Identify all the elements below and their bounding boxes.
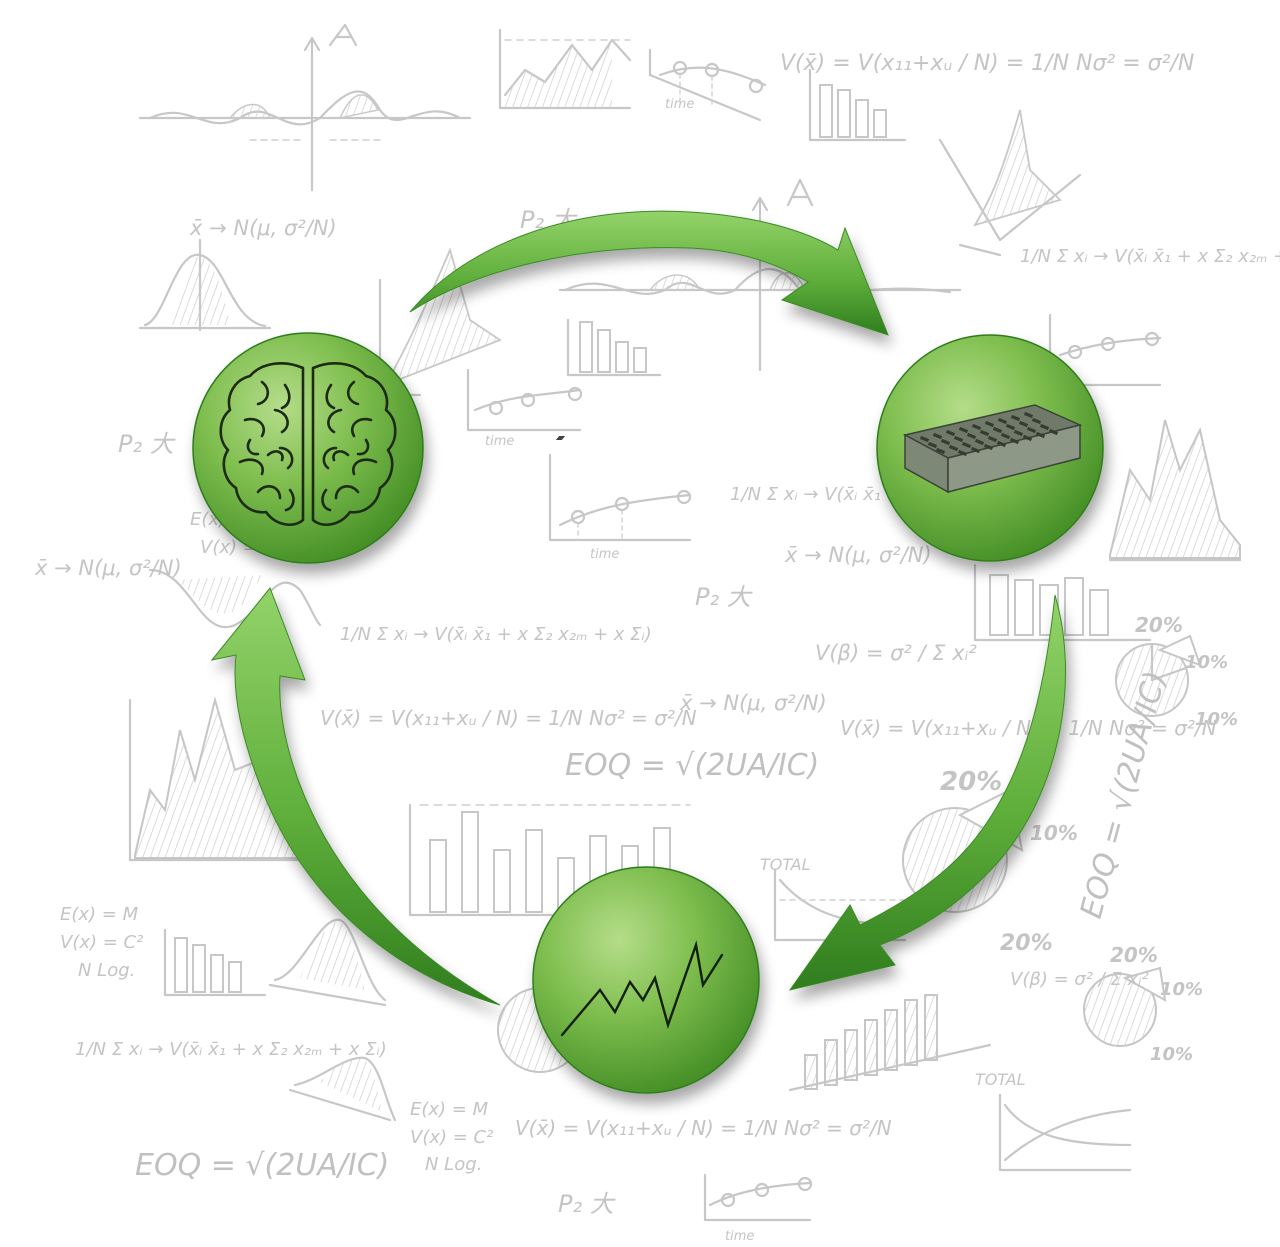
curve-chart-sketch-7 <box>703 1173 813 1222</box>
pie-chart-sketch <box>1115 634 1202 717</box>
label-total-2: TOTAL <box>975 1070 1026 1089</box>
label-10-percent-3: 10% <box>1030 821 1078 845</box>
formula-sum: 1/N Σ xᵢ → V(x̄ᵢ x̄₁ + x Σ₂ x₂ₘ + x Σᵢ) <box>1020 246 1280 267</box>
formula-eoq-2: EOQ = √(2UA/IC) <box>135 1148 389 1183</box>
bar-chart-sketch-6 <box>788 994 992 1092</box>
formula-texts: V(x̄) = V(x₁₁+xᵤ / N) = 1/N Nσ² = σ²/N x… <box>34 51 1280 1244</box>
cycle-nodes <box>192 332 1104 1094</box>
formula-normal: x̄ → N(μ, σ²/N) <box>189 216 337 240</box>
label-time-3: time <box>590 547 619 562</box>
area-chart-sketch <box>938 109 1082 257</box>
curve-chart-sketch-2 <box>466 368 583 432</box>
formula-beta: V(β) = σ² / Σ xᵢ² <box>815 641 977 665</box>
formula-nlog: N Log. <box>78 960 135 981</box>
formula-beta-2: V(β) = σ² / Σ xᵢ² <box>1010 969 1149 990</box>
cycle-arrows <box>210 210 1067 1006</box>
curve-chart-sketch-6 <box>998 1093 1132 1172</box>
label-20-percent-4: 20% <box>1000 931 1053 956</box>
formula-eoq-3: EOQ = √(2UA/IC) <box>1074 667 1174 922</box>
formula-expectation: E(x) = M <box>60 904 139 925</box>
label-10-percent-4: 10% <box>1160 979 1203 1000</box>
bar-chart-sketch <box>808 68 907 142</box>
label-20-percent-3: 20% <box>1110 943 1158 967</box>
bar-chart-sketch-2 <box>566 318 662 377</box>
formula-normal-4: x̄ → N(μ, σ²/N) <box>679 691 827 715</box>
distribution-sketch <box>138 238 272 332</box>
mountain-chart-sketch <box>1108 419 1242 562</box>
line-chart-sketch <box>498 28 632 110</box>
label-10-percent-5: 10% <box>1150 1044 1193 1065</box>
label-time-4: time <box>725 1229 754 1244</box>
distribution-sketch-2 <box>268 918 387 1007</box>
curve-chart-sketch <box>648 48 767 122</box>
formula-nlog-2: N Log. <box>425 1154 482 1175</box>
pie-chart-sketch-3 <box>1083 966 1167 1047</box>
formula-sum-4: 1/N Σ xᵢ → V(x̄ᵢ x̄₁ + x Σ₂ x₂ₘ + x Σᵢ) <box>75 1039 387 1060</box>
formula-variance-2: V(x̄) = V(x₁₁+xᵤ / N) = 1/N Nσ² = σ²/N <box>320 706 697 730</box>
formula-p2-4: P₂ 大 <box>558 1190 616 1218</box>
distribution-sketch-3 <box>288 1056 397 1122</box>
wave-sketch <box>138 23 472 192</box>
zigzag-trend-icon <box>560 940 724 1037</box>
formula-p2-2: P₂ 大 <box>118 430 176 458</box>
arrow-brick-to-trend <box>788 594 1067 991</box>
formula-var-3: V(x) = C² <box>410 1127 493 1148</box>
formula-normal-3: x̄ → N(μ, σ²/N) <box>34 556 182 580</box>
label-10-percent: 10% <box>1185 652 1228 673</box>
curve-chart-sketch-3 <box>548 453 692 542</box>
arrow-brain-to-brick <box>409 210 889 336</box>
node-brain <box>192 332 424 564</box>
label-20-percent: 20% <box>1135 613 1183 637</box>
brain-icon <box>219 362 397 526</box>
formula-variance: V(x̄) = V(x₁₁+xᵤ / N) = 1/N Nσ² = σ²/N <box>780 51 1194 76</box>
brick-icon <box>555 404 1083 494</box>
label-time-2: time <box>485 434 514 449</box>
formula-expectation-3: E(x) = M <box>410 1099 489 1120</box>
label-20-percent-2: 20% <box>940 767 1002 797</box>
node-trend <box>532 866 760 1094</box>
formula-var: V(x) = C² <box>60 932 143 953</box>
formula-sum-3: 1/N Σ xᵢ → V(x̄ᵢ x̄₁ + x Σ₂ x₂ₘ + x Σᵢ) <box>340 624 652 645</box>
formula-normal-2: x̄ → N(μ, σ²/N) <box>784 543 932 567</box>
bar-chart-sketch-5 <box>163 928 267 997</box>
arrow-trend-to-brain <box>210 587 501 1006</box>
label-10-percent-2: 10% <box>1195 709 1238 730</box>
formula-p2-3: P₂ 大 <box>695 583 753 611</box>
label-total: TOTAL <box>760 855 811 874</box>
formula-eoq: EOQ = √(2UA/IC) <box>565 748 819 783</box>
label-time: time <box>665 97 694 112</box>
formula-variance-4: V(x̄) = V(x₁₁+xᵤ / N) = 1/N Nσ² = σ²/N <box>515 1116 892 1140</box>
